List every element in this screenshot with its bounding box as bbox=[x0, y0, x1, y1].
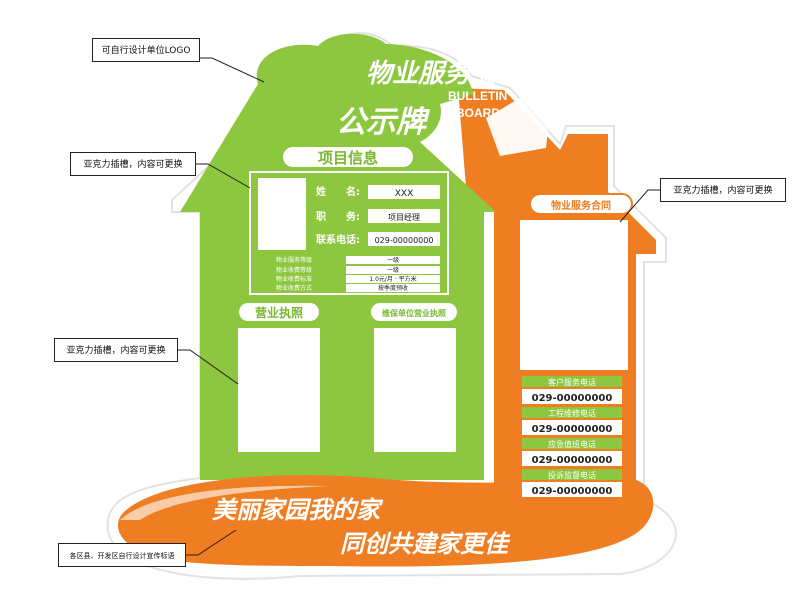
title-board: BOARD bbox=[456, 106, 500, 120]
phone-3-number-bg bbox=[522, 451, 622, 466]
fee-row-4-box bbox=[346, 284, 440, 292]
phone-1-label: 客户服务电话 bbox=[548, 377, 596, 387]
phone-2-number: 029-00000000 bbox=[532, 424, 613, 435]
fee-row-1-label: 物业服务等级 bbox=[276, 256, 312, 264]
manager-photo-slot bbox=[258, 178, 306, 250]
phone-4-number-bg bbox=[522, 482, 622, 497]
maintenance-license-header-bg bbox=[369, 301, 459, 323]
leader-acrylic-right bbox=[619, 189, 660, 223]
license-panel: 营业执照 维保单位营业执照 bbox=[237, 301, 459, 452]
leader-acrylic-top bbox=[196, 163, 251, 189]
fee-row-4-label: 物业收费方式 bbox=[276, 284, 312, 292]
contract-header: 物业服务合同 bbox=[551, 199, 611, 212]
project-info-header-bg bbox=[281, 145, 415, 169]
business-license-header-bg bbox=[237, 301, 321, 323]
leader-acrylic-left bbox=[178, 349, 239, 385]
contract-slot bbox=[520, 220, 628, 370]
title-main: 物业服务 bbox=[366, 59, 474, 89]
phone-3-number: 029-00000000 bbox=[532, 455, 613, 466]
leader-slogan bbox=[186, 529, 237, 556]
business-license-header: 营业执照 bbox=[255, 305, 303, 320]
fee-row-2-value: 一级 bbox=[387, 266, 399, 274]
phone-4-number: 029-00000000 bbox=[532, 486, 613, 497]
maintenance-license-header: 维保单位营业执照 bbox=[382, 308, 446, 318]
slogan-line-2: 同创共建家更佳 bbox=[340, 530, 511, 558]
callout-acrylic-left: 亚克力插槽，内容可更换 bbox=[54, 338, 178, 362]
fee-row-1-value: 一级 bbox=[387, 256, 399, 264]
fee-row-2-label: 物业收费等级 bbox=[276, 266, 312, 274]
phone-1-label-bg bbox=[522, 376, 622, 387]
role-label: 职 务: bbox=[316, 210, 360, 223]
title-bulletin: BULLETIN bbox=[448, 89, 507, 103]
role-value: 项目经理 bbox=[388, 212, 420, 222]
slogan-banner bbox=[117, 475, 654, 567]
callout-logo: 可自行设计单位LOGO bbox=[92, 38, 200, 62]
title-group: 物业服务 监督 BULLETIN BOARD 公示牌 bbox=[336, 59, 515, 140]
contract-panel: 物业服务合同 客户服务电话 029-00000000 工程维修电话 029-00… bbox=[520, 193, 633, 497]
role-value-box bbox=[368, 209, 440, 223]
name-label: 姓 名: bbox=[315, 185, 360, 198]
phone-value: 029-00000000 bbox=[375, 236, 434, 245]
phone-1-number: 029-00000000 bbox=[532, 393, 613, 404]
maintenance-license-slot bbox=[374, 328, 456, 452]
fee-row-3-box bbox=[346, 275, 440, 283]
fee-row-1-box bbox=[346, 256, 440, 264]
business-license-slot bbox=[238, 328, 320, 452]
leader-logo bbox=[200, 57, 265, 83]
phone-4-label-bg bbox=[522, 469, 622, 480]
phone-value-box bbox=[368, 232, 440, 246]
fee-row-2-box bbox=[346, 266, 440, 274]
contract-header-bg bbox=[529, 193, 633, 215]
slogan-text: 美丽家园我的家 同创共建家更佳 bbox=[212, 496, 511, 558]
phone-2-label-bg bbox=[522, 407, 622, 418]
name-value-box bbox=[368, 185, 440, 199]
name-value: XXX bbox=[395, 189, 414, 199]
project-info-header: 项目信息 bbox=[318, 149, 378, 167]
callout-slogan-note: 各区县、开发区自行设计宣传标语 bbox=[58, 543, 186, 567]
title-supervise: 监督 bbox=[478, 67, 515, 87]
fee-row-3-value: 1.0元/月 · 平方米 bbox=[369, 275, 416, 283]
callout-leaders bbox=[178, 57, 660, 556]
title-sub: 公示牌 bbox=[336, 105, 431, 140]
project-info-panel: 项目信息 姓 名: XXX 职 务: 项目经理 联系电话: 029-000000… bbox=[249, 145, 449, 295]
phone-2-number-bg bbox=[522, 420, 622, 435]
phone-3-label: 应急值班电话 bbox=[548, 439, 596, 449]
phone-2-label: 工程维修电话 bbox=[548, 408, 596, 418]
slogan-line-1: 美丽家园我的家 bbox=[212, 496, 384, 524]
fee-row-3-label: 物业收费标准 bbox=[276, 275, 312, 283]
callout-acrylic-top: 亚克力插槽，内容可更换 bbox=[70, 152, 196, 176]
phone-4-label: 投诉监督电话 bbox=[548, 470, 596, 480]
phone-3-label-bg bbox=[522, 438, 622, 449]
callout-acrylic-right: 亚克力插槽，内容可更换 bbox=[660, 178, 786, 202]
phone-1-number-bg bbox=[522, 389, 622, 404]
project-info-frame bbox=[249, 171, 449, 295]
phone-label: 联系电话: bbox=[316, 233, 360, 246]
fee-row-4-value: 按季度预收 bbox=[378, 284, 408, 292]
